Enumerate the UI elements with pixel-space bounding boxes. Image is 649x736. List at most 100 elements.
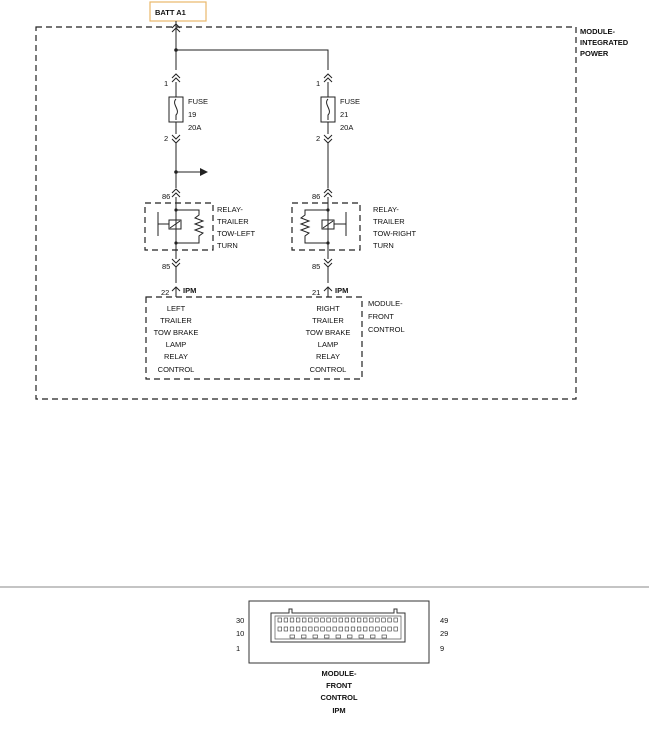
fuse-21-number: 21: [340, 110, 348, 119]
pin-cavity: [295, 626, 301, 632]
pin-cavity: [332, 617, 337, 623]
pin-cavity: [314, 626, 319, 632]
pin-cavity: [356, 626, 362, 632]
fcm-module-boundary: [145, 296, 363, 380]
connector-caption-3: CONTROL: [320, 693, 357, 702]
splice-arrow: [174, 168, 208, 176]
fuse-21-pin-bottom: 2: [316, 134, 320, 143]
fcm-right-line-6: CONTROL: [310, 365, 347, 374]
pin-cavity: [393, 626, 398, 632]
pin-cavity: [381, 634, 387, 639]
fcm-left-line-3: TOW BRAKE: [154, 328, 199, 337]
relay-right-label-1: RELAY-: [373, 205, 399, 214]
pin-cavity: [356, 617, 362, 623]
pin-cavity: [289, 617, 295, 623]
relay-left-pin-bottom: 85: [162, 262, 170, 271]
pin-cavity: [302, 626, 307, 632]
pin-cavity: [369, 626, 374, 632]
ipm-module-label-3: POWER: [580, 49, 609, 58]
fcm-ipm-connector-face: [248, 600, 430, 664]
fuse-19-number: 19: [188, 110, 196, 119]
ipm-module-label-1: MODULE-: [580, 27, 615, 36]
pin-cavity: [332, 626, 337, 632]
relay-right-label-3: TOW-RIGHT: [373, 229, 416, 238]
fuse-19-rating: 20A: [188, 123, 201, 132]
pin-cavity: [358, 634, 364, 639]
fcm-module-label-1: MODULE-: [368, 299, 403, 308]
ipm-module-boundary: [35, 26, 577, 400]
fuse-21-pin-top: 1: [316, 79, 320, 88]
pin-cavity: [393, 617, 398, 623]
pin-cavity: [302, 617, 307, 623]
connector-left-pin-10: 10: [236, 629, 244, 638]
fcm-left-line-4: LAMP: [166, 340, 186, 349]
connector-caption-4: IPM: [332, 706, 345, 715]
fcm-left-line-5: RELAY: [164, 352, 188, 361]
pin-cavity: [363, 617, 368, 623]
connector-left-pin-30: 30: [236, 616, 244, 625]
fcm-right-line-2: TRAILER: [312, 316, 344, 325]
pin-cavity: [347, 634, 353, 639]
fuse-19-name: FUSE: [188, 97, 208, 106]
fcm-right-line-3: TOW BRAKE: [306, 328, 351, 337]
fuse-21-rating: 20A: [340, 123, 353, 132]
relay-left-pin-top: 86: [162, 192, 170, 201]
fcm-left-line-2: TRAILER: [160, 316, 192, 325]
fuse-21-name: FUSE: [340, 97, 360, 106]
relay-trailer-tow-right-turn: [291, 188, 361, 283]
pin-cavity: [295, 617, 301, 623]
pin-cavity: [363, 626, 368, 632]
pin-cavity: [324, 634, 330, 639]
relay-right-pin-top: 86: [312, 192, 320, 201]
relay-left-label-3: TOW-LEFT: [217, 229, 255, 238]
fcm-left-line-6: CONTROL: [158, 365, 195, 374]
connector-left-pin-1: 1: [236, 644, 240, 653]
pin-cavity: [277, 617, 282, 623]
batt-label: BATT A1: [155, 8, 186, 17]
connector-right-pin-9: 9: [440, 644, 444, 653]
ipm-left-connector: IPM: [183, 286, 196, 295]
fcm-module-label-2: FRONT: [368, 312, 394, 321]
pin-cavity: [350, 617, 356, 623]
pin-cavity: [387, 617, 392, 623]
pin-cavity: [308, 617, 313, 623]
connector-right-pin-29: 29: [440, 629, 448, 638]
pin-cavity: [301, 634, 307, 639]
connector-caption-2: FRONT: [326, 681, 352, 690]
batt-label-box: [149, 1, 207, 22]
fcm-right-line-5: RELAY: [316, 352, 340, 361]
relay-right-label-2: TRAILER: [373, 217, 405, 226]
pin-cavity: [338, 617, 343, 623]
fuse-21: [320, 73, 336, 188]
pin-cavity: [381, 626, 386, 632]
relay-right-pin-bottom: 85: [312, 262, 320, 271]
pin-cavity: [381, 617, 386, 623]
pin-cavity: [289, 634, 295, 639]
pin-cavity: [312, 634, 318, 639]
battery-feed-wire: [171, 21, 329, 70]
ipm-connector-pins: [171, 286, 333, 297]
pin-cavity: [277, 626, 282, 632]
relay-trailer-tow-left-turn: [144, 188, 214, 283]
ipm-right-connector: IPM: [335, 286, 348, 295]
connector-pin-grid: [277, 617, 398, 639]
fcm-right-line-4: LAMP: [318, 340, 338, 349]
pin-cavity: [338, 626, 343, 632]
pin-cavity: [283, 626, 289, 632]
relay-left-label-1: RELAY-: [217, 205, 243, 214]
pin-cavity: [344, 617, 350, 623]
pin-cavity: [344, 626, 350, 632]
pin-cavity: [320, 626, 325, 632]
pin-cavity: [370, 634, 376, 639]
relay-left-label-2: TRAILER: [217, 217, 249, 226]
pin-cavity: [314, 617, 319, 623]
pin-cavity: [335, 634, 341, 639]
fcm-left-line-1: LEFT: [167, 304, 186, 313]
pin-cavity: [308, 626, 313, 632]
ipm-module-label-2: INTEGRATED: [580, 38, 629, 47]
fuse-19-pin-top: 1: [164, 79, 168, 88]
pin-cavity: [289, 626, 295, 632]
ipm-right-pin: 21: [312, 288, 320, 297]
pin-cavity: [283, 617, 289, 623]
